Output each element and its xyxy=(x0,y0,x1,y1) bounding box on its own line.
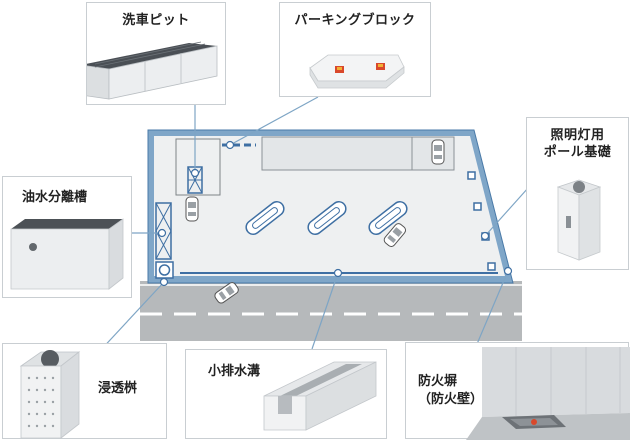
car xyxy=(214,282,239,304)
site-lot xyxy=(154,136,505,276)
infiltration-basin-circle xyxy=(158,264,171,276)
leader-line-infiltration xyxy=(97,281,165,354)
card-small-drainage: 小排水溝 xyxy=(185,349,387,439)
fire-wall-illustration xyxy=(466,347,630,440)
card-title: 油水分離槽 xyxy=(22,190,88,205)
leader-dot xyxy=(190,168,200,178)
card-oil-separator: 油水分離槽 xyxy=(2,176,132,298)
card-title: 照明灯用 ポール基礎 xyxy=(543,128,612,160)
card-fire-wall: 防火塀 （防火壁） xyxy=(405,342,630,440)
card-title: パーキングブロック xyxy=(294,13,416,28)
fuel-island xyxy=(368,201,408,235)
leader-dot xyxy=(225,140,235,150)
car xyxy=(383,223,407,247)
car-wash-bay xyxy=(175,138,221,196)
leader-dot xyxy=(503,266,513,276)
leader-dot xyxy=(157,228,167,238)
light-pole-foundation-illustration xyxy=(556,179,602,261)
oil-separator-cross xyxy=(155,230,172,260)
card-light-pole-foundation: 照明灯用 ポール基礎 xyxy=(526,117,629,270)
card-infiltration-basin: 浸透桝 xyxy=(2,343,167,439)
fuel-island xyxy=(307,201,347,235)
car xyxy=(431,139,445,165)
card-title: 小排水溝 xyxy=(208,364,261,379)
small-drainage-illustration xyxy=(263,361,377,431)
light-pole-foundation-marker xyxy=(473,202,482,211)
car xyxy=(185,196,199,222)
infiltration-basin-illustration xyxy=(19,350,81,439)
card-title: 浸透桝 xyxy=(98,381,138,396)
leader-line-drainage xyxy=(311,272,339,350)
oil-separator-cross xyxy=(155,202,172,232)
card-title: 洗車ピット xyxy=(122,13,190,28)
car-wash-pit-illustration xyxy=(87,41,218,100)
leader-dot xyxy=(480,231,490,241)
card-title: 防火塀 （防火壁） xyxy=(418,374,484,407)
parking-block-illustration xyxy=(309,54,405,89)
card-parking-block: パーキングブロック xyxy=(279,2,431,97)
card-car-wash-pit: 洗車ピット xyxy=(86,2,226,105)
light-pole-foundation-marker xyxy=(487,262,496,271)
leader-line-parking-block xyxy=(229,96,319,146)
leader-line-fire-wall xyxy=(476,270,509,345)
oil-separator-illustration xyxy=(10,218,124,290)
light-pole-foundation-marker xyxy=(467,171,476,180)
building xyxy=(261,136,413,171)
fuel-island xyxy=(245,201,285,235)
road xyxy=(140,281,522,341)
leader-dot xyxy=(333,268,343,278)
leader-dot xyxy=(159,277,169,287)
